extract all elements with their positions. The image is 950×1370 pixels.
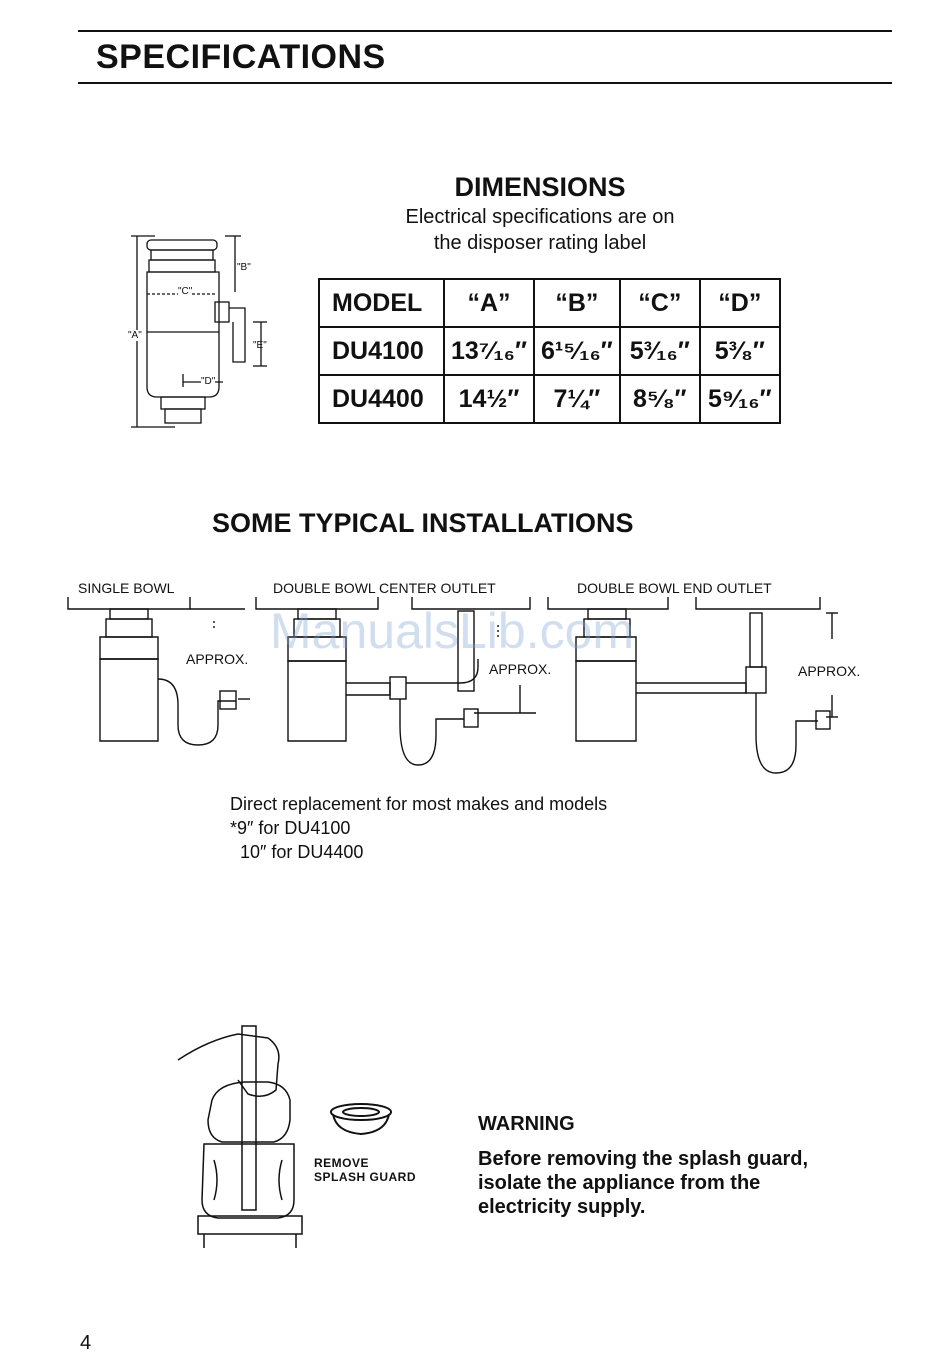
warning-title: WARNING <box>478 1113 575 1135</box>
install-label-double-end: DOUBLE BOWL END OUTLET <box>577 580 772 596</box>
splash-guard-icon <box>330 1103 392 1136</box>
cell-model: DU4100 <box>318 326 445 376</box>
dim-label-d: "D" <box>201 376 216 387</box>
page-title: SPECIFICATIONS <box>96 38 386 76</box>
installation-diagrams <box>67 597 838 774</box>
cell-b: 6¹⁵⁄₁₆″ <box>532 326 621 376</box>
page-number: 4 <box>80 1332 92 1354</box>
warning-line-2: isolate the appliance from the <box>478 1172 761 1194</box>
dimensions-table: MODEL “A” “B” “C” “D” DU4100 13⁷⁄₁₆″ 6¹⁵… <box>318 278 781 424</box>
header-model: MODEL <box>318 278 445 328</box>
header-c: “C” <box>618 278 701 328</box>
dimensions-title: DIMENSIONS <box>454 172 626 202</box>
dim-label-e: "E" <box>253 340 267 351</box>
header-a: “A” <box>443 278 535 328</box>
note-line-1: Direct replacement for most makes and mo… <box>230 794 608 814</box>
warning-line-1: Before removing the splash guard, <box>478 1148 809 1170</box>
cell-c: 5³⁄₁₆″ <box>618 326 701 376</box>
table-row: DU4100 13⁷⁄₁₆″ 6¹⁵⁄₁₆″ 5³⁄₁₆″ 5³⁄₈″ <box>318 326 781 376</box>
top-rule <box>78 30 892 32</box>
warning-line-3: electricity supply. <box>478 1196 646 1218</box>
dim-label-a: "A" <box>128 330 142 341</box>
hand-wrench-illustration <box>177 1025 303 1248</box>
dim-label-b: "B" <box>237 262 251 273</box>
header-b: “B” <box>532 278 621 328</box>
cell-d: 5⁹⁄₁₆″ <box>698 374 781 424</box>
cell-model: DU4400 <box>318 374 445 424</box>
approx-label-center: APPROX. <box>489 661 552 677</box>
cell-a: 14½″ <box>443 374 535 424</box>
approx-label-end: APPROX. <box>798 663 861 679</box>
cell-a: 13⁷⁄₁₆″ <box>443 326 535 376</box>
splash-label-line1: REMOVE <box>314 1156 370 1170</box>
cell-d: 5³⁄₈″ <box>698 326 781 376</box>
splash-label-line2: SPLASH GUARD <box>314 1170 417 1184</box>
note-line-2: *9″ for DU4100 <box>230 818 351 838</box>
install-label-single-bowl: SINGLE BOWL <box>78 580 175 596</box>
disposer-dimension-diagram <box>131 235 267 428</box>
note-line-3: 10″ for DU4400 <box>240 842 364 862</box>
approx-label-single: APPROX. <box>186 651 249 667</box>
table-header-row: MODEL “A” “B” “C” “D” <box>318 278 781 328</box>
dim-label-c: "C" <box>178 286 193 297</box>
installations-title: SOME TYPICAL INSTALLATIONS <box>212 508 634 538</box>
cell-c: 8⁵⁄₈″ <box>618 374 701 424</box>
install-label-double-center: DOUBLE BOWL CENTER OUTLET <box>273 580 496 596</box>
dimensions-subtitle-line2: the disposer rating label <box>433 232 647 254</box>
watermark: ManualsLib.com <box>270 603 635 659</box>
header-d: “D” <box>698 278 781 328</box>
table-row: DU4400 14½″ 7¼″ 8⁵⁄₈″ 5⁹⁄₁₆″ <box>318 374 781 424</box>
cell-b: 7¼″ <box>532 374 621 424</box>
title-underline <box>78 82 892 84</box>
dimensions-subtitle-line1: Electrical specifications are on <box>405 206 675 228</box>
